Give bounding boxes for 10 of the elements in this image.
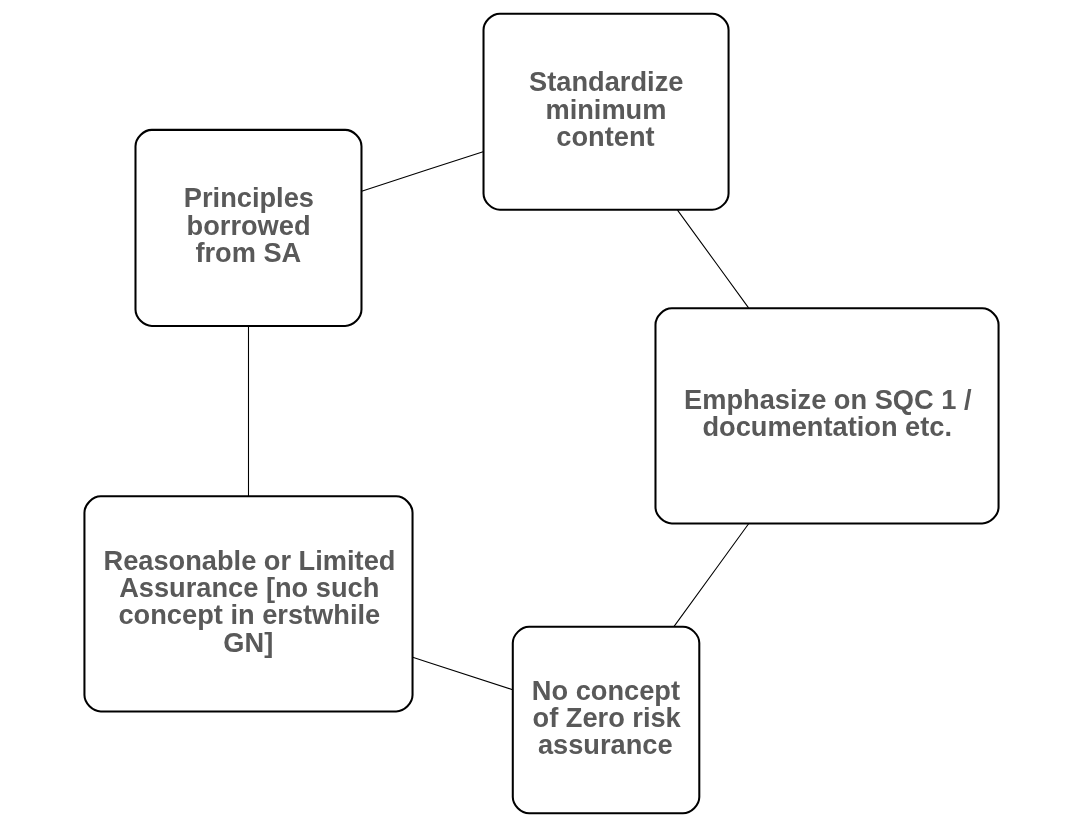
connector xyxy=(247,325,250,497)
node-box: Standardize minimum content xyxy=(482,12,730,211)
connector xyxy=(361,151,484,192)
connector xyxy=(676,209,750,309)
node-box: No concept of Zero risk assurance xyxy=(511,625,701,815)
node-box: Reasonable or Limited Assurance [no such concept in erstwhile GN] xyxy=(83,495,414,713)
connector xyxy=(673,523,750,628)
connector xyxy=(412,656,514,691)
node-box: Principles borrowed from SA xyxy=(134,128,363,327)
node-box: Emphasize on SQC 1 / documentation etc. xyxy=(654,307,1000,525)
